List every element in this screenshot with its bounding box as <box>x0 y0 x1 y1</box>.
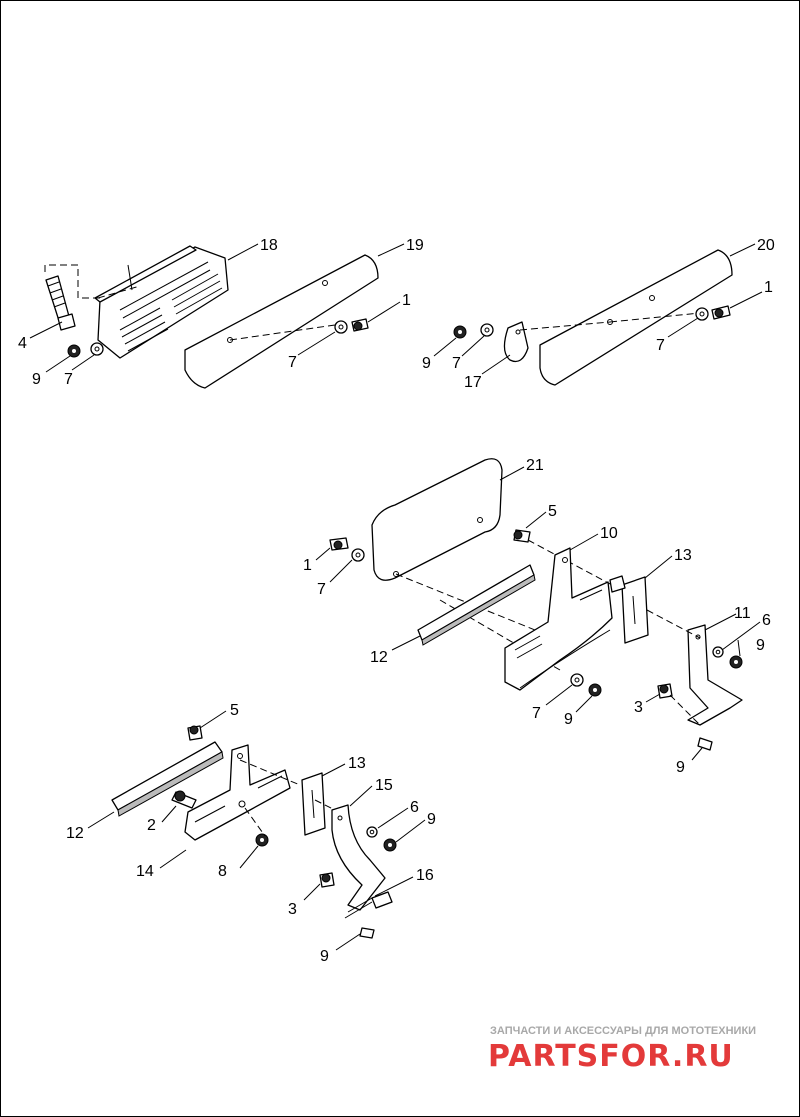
part-8-nut <box>255 833 269 847</box>
callout-3: 3 <box>634 699 643 716</box>
part-7-washer-c <box>480 323 494 337</box>
part-15-bent-bracket <box>331 804 386 911</box>
callout-1: 1 <box>764 279 773 296</box>
callout-7: 7 <box>452 355 461 372</box>
callout-9: 9 <box>676 759 685 776</box>
callout-2: 2 <box>147 817 156 834</box>
part-5-screw-b <box>187 725 203 741</box>
callout-19: 19 <box>406 237 424 254</box>
part-3-screw-a <box>657 683 673 699</box>
callout-18: 18 <box>260 237 278 254</box>
leader-lines <box>29 243 763 951</box>
callout-12: 12 <box>66 825 84 842</box>
callout-20: 20 <box>757 237 775 254</box>
part-1-screw-c <box>329 537 349 551</box>
callout-7: 7 <box>64 371 73 388</box>
callout-13: 13 <box>348 755 366 772</box>
callout-6: 6 <box>762 612 771 629</box>
part-12-strip-b <box>111 741 224 817</box>
part-10-bracket <box>504 547 613 691</box>
watermark-logo: PARTSFOR.RU <box>488 1039 734 1074</box>
part-9-nut-d <box>729 655 743 669</box>
part-9-nut-e <box>383 838 397 852</box>
part-14-bracket <box>184 744 291 841</box>
callout-3: 3 <box>288 901 297 918</box>
callout-11: 11 <box>734 605 751 622</box>
callout-9: 9 <box>422 355 431 372</box>
part-13-slotted-bracket-a <box>609 575 649 644</box>
part-9-pin-a <box>697 737 713 751</box>
part-7-washer-a <box>90 342 104 356</box>
part-21-plate <box>371 458 503 581</box>
callout-7: 7 <box>656 337 665 354</box>
callout-14: 14 <box>136 863 154 880</box>
callout-9: 9 <box>564 711 573 728</box>
part-7-washer-e <box>351 548 365 562</box>
callout-10: 10 <box>600 525 618 542</box>
part-1-screw-a <box>351 318 369 332</box>
part-9-nut-b <box>453 325 467 339</box>
callout-4: 4 <box>18 335 27 352</box>
part-19-strap <box>184 254 379 389</box>
callout-7: 7 <box>532 705 541 722</box>
part-2-bolt <box>171 790 197 809</box>
part-12-strip-a <box>417 564 536 646</box>
callout-5: 5 <box>548 503 557 520</box>
part-3-screw-b <box>319 872 335 888</box>
part-9-nut-c <box>588 683 602 697</box>
part-6-washer-a <box>712 646 724 658</box>
callout-21: 21 <box>526 457 544 474</box>
callout-8: 8 <box>218 863 227 880</box>
callout-9: 9 <box>320 948 329 965</box>
part-7-washer-b <box>334 320 348 334</box>
callout-9: 9 <box>427 811 436 828</box>
part-18-vented-shield <box>94 245 229 359</box>
part-5-screw-a <box>513 529 531 543</box>
callout-15: 15 <box>375 777 393 794</box>
part-1-screw-b <box>711 305 731 320</box>
callout-6: 6 <box>410 799 419 816</box>
part-7-washer-d <box>695 307 709 321</box>
callout-9: 9 <box>756 637 765 654</box>
part-7-washer-f <box>570 673 584 687</box>
callout-1: 1 <box>402 292 411 309</box>
part-9-nut-a <box>67 344 81 358</box>
callout-13: 13 <box>674 547 692 564</box>
part-9-pin-b <box>359 927 375 939</box>
part-11-bent-bracket <box>687 624 743 726</box>
callout-9: 9 <box>32 371 41 388</box>
part-6-washer-b <box>366 826 378 838</box>
callout-17: 17 <box>464 374 482 391</box>
callout-12: 12 <box>370 649 388 666</box>
callout-1: 1 <box>303 557 312 574</box>
callout-16: 16 <box>416 867 434 884</box>
part-13-slotted-bracket-b <box>301 772 326 836</box>
callout-7: 7 <box>288 354 297 371</box>
part-16-pin <box>344 891 393 919</box>
watermark-tagline: ЗАПЧАСТИ И АКСЕССУАРЫ ДЛЯ МОТОТЕХНИКИ <box>490 1025 756 1037</box>
callout-7: 7 <box>317 581 326 598</box>
part-4-bolt <box>45 275 76 331</box>
part-17-clamp <box>503 321 529 363</box>
callout-5: 5 <box>230 702 239 719</box>
